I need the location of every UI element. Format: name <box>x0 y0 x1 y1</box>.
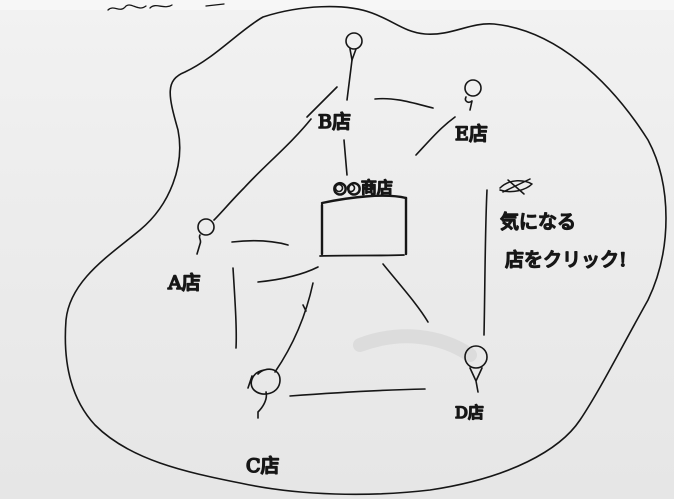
paper-smudge <box>353 329 477 362</box>
paper-edge <box>0 0 674 10</box>
store-a-label[interactable]: A店 <box>166 271 201 295</box>
center-shop-label[interactable]: ○○商店 <box>332 177 394 198</box>
store-b-pin[interactable] <box>345 32 363 101</box>
store-d-pin[interactable] <box>464 345 488 393</box>
store-b-label[interactable]: B店 <box>317 110 352 134</box>
outer-boundary <box>64 5 667 496</box>
top-scribble <box>107 3 225 11</box>
store-a-pin[interactable] <box>196 218 215 255</box>
store-e-pin[interactable] <box>464 79 482 111</box>
store-c-label[interactable]: C店 <box>245 454 280 478</box>
store-d-label[interactable]: D店 <box>454 402 484 423</box>
crossed-out-scribble <box>499 178 533 195</box>
note-line-2: 店をクリック! <box>505 249 627 271</box>
store-e-label[interactable]: E店 <box>454 122 488 146</box>
note-line-1: 気になる <box>500 211 576 233</box>
store-c-pin[interactable] <box>247 368 281 419</box>
center-shop-pin[interactable] <box>319 183 408 257</box>
connection-lines <box>213 86 488 397</box>
